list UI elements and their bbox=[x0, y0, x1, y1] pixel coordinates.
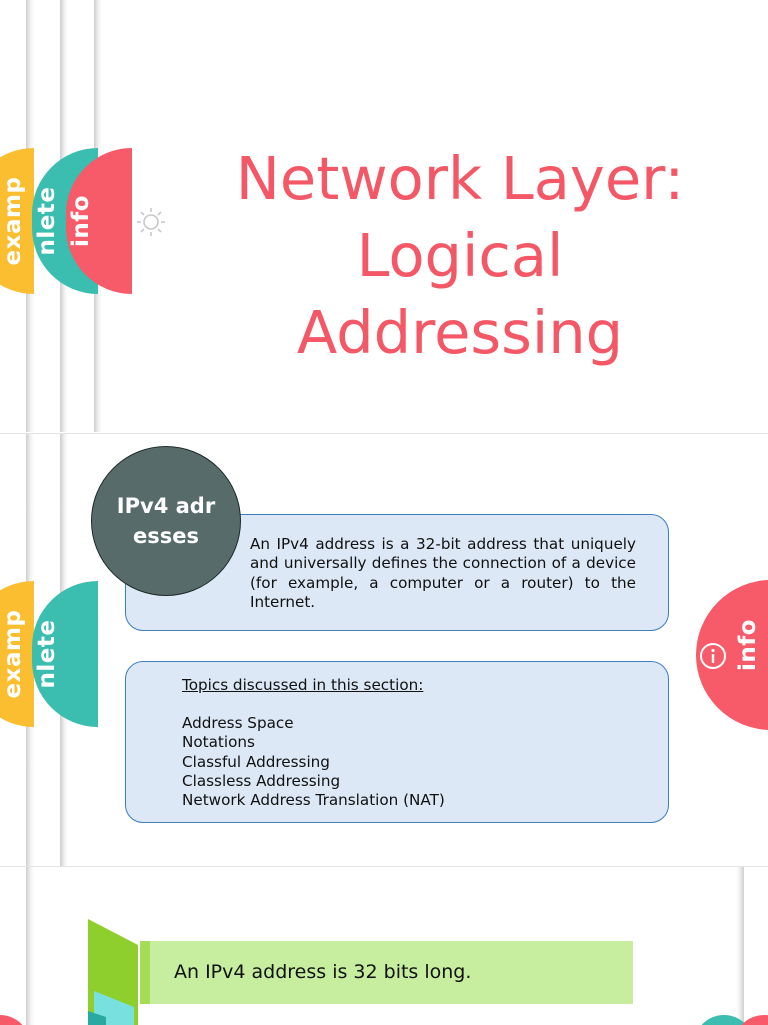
sun-icon bbox=[137, 208, 165, 236]
highlight-text: An IPv4 address is 32 bits long. bbox=[174, 961, 472, 983]
tab-complete[interactable]: nlete bbox=[32, 581, 98, 727]
section-badge: IPv4 adresses bbox=[91, 446, 241, 596]
tab-examples[interactable]: examp bbox=[0, 581, 34, 727]
tab-peek bbox=[0, 1015, 30, 1025]
tab-examples[interactable]: examp bbox=[0, 148, 34, 294]
info-label: info bbox=[735, 618, 761, 672]
info-icon bbox=[700, 643, 726, 669]
tab-examples-label: examp bbox=[0, 176, 26, 266]
topic-item: Notations bbox=[182, 733, 255, 752]
highlight-bar: An IPv4 address is 32 bits long. bbox=[140, 941, 633, 1004]
topic-item: Network Address Translation (NAT) bbox=[182, 791, 445, 810]
ipv4-length-slide: An IPv4 address is 32 bits long. bbox=[0, 866, 768, 1025]
arrow-decoration bbox=[88, 919, 138, 1025]
section-badge-label: IPv4 adresses bbox=[116, 494, 216, 548]
title-slide: examp nlete info Network Layer: Logical … bbox=[0, 0, 768, 432]
topics-heading: Topics discussed in this section: bbox=[182, 676, 424, 694]
page-edge-shadow bbox=[736, 867, 744, 1025]
topic-item: Address Space bbox=[182, 714, 294, 733]
tab-complete-label: nlete bbox=[34, 186, 60, 256]
tab-info-label: info bbox=[68, 194, 94, 248]
tab-examples-label: examp bbox=[0, 609, 26, 699]
topics-box: Topics discussed in this section: Addres… bbox=[125, 661, 669, 823]
info-button[interactable]: info bbox=[696, 580, 768, 730]
tab-complete-label: nlete bbox=[34, 619, 60, 689]
tab-info[interactable]: info bbox=[66, 148, 132, 294]
tab-peek bbox=[734, 1015, 768, 1025]
ipv4-intro-slide: examp nlete An IPv4 address is a 32-bit … bbox=[0, 433, 768, 866]
topic-item: Classless Addressing bbox=[182, 771, 341, 790]
definition-text: An IPv4 address is a 32-bit address that… bbox=[250, 535, 636, 612]
page-edge-shadow bbox=[26, 867, 34, 1025]
tab-peek bbox=[694, 1015, 754, 1025]
slide-title: Network Layer: Logical Addressing bbox=[235, 144, 685, 367]
topic-item: Classful Addressing bbox=[182, 752, 330, 771]
highlight-bar-accent bbox=[140, 941, 150, 1004]
